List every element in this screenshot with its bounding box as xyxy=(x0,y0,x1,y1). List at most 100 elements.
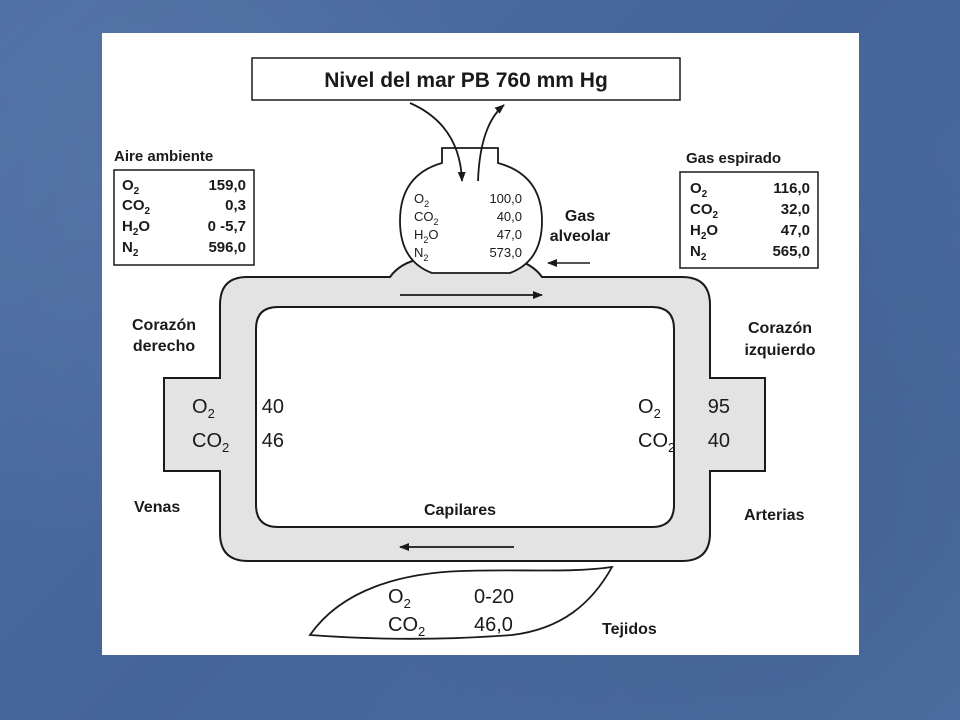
corazon-izquierdo-label-2: izquierdo xyxy=(744,342,815,359)
gas-subscript: 2 xyxy=(713,210,719,221)
svg-text:O2: O2 xyxy=(414,191,429,209)
gas-name: H xyxy=(122,218,133,235)
gas-subscript: 2 xyxy=(208,406,215,421)
gas-subscript: 2 xyxy=(418,624,425,639)
gas-name: N xyxy=(414,245,423,260)
svg-text:N2: N2 xyxy=(414,245,428,263)
venas-label: Venas xyxy=(134,499,180,516)
svg-text:H2O: H2O xyxy=(122,218,150,238)
aire-h2o-value: 0 -5,7 xyxy=(208,218,246,235)
aire-ambiente-values: O2 159,0 CO2 0,3 H2O 0 -5,7 N2 596,0 xyxy=(122,177,246,259)
gas-name: O xyxy=(414,191,424,206)
alveolar-o2-value: 100,0 xyxy=(489,191,522,206)
svg-text:O2: O2 xyxy=(638,396,661,421)
gas-subscript: 2 xyxy=(654,406,661,421)
gas-name: N xyxy=(122,239,133,256)
gas-name: H xyxy=(414,227,423,242)
aire-n2-value: 596,0 xyxy=(208,239,246,256)
gas-espirado-heading: Gas espirado xyxy=(686,150,781,167)
alveolar-values: O2 100,0 CO2 40,0 H2O 47,0 N2 573,0 xyxy=(414,191,522,263)
gas-subscript: 2 xyxy=(404,596,411,611)
alveolar-n2-value: 573,0 xyxy=(489,245,522,260)
derecho-co2-value: 46 xyxy=(262,430,284,452)
svg-text:H2O: H2O xyxy=(414,227,439,245)
corazon-izquierdo-values: O2 95 CO2 40 xyxy=(638,396,730,455)
gas-name: O xyxy=(192,396,208,418)
gas-alveolar-label-1: Gas xyxy=(565,208,595,225)
gas-subscript: 2 xyxy=(701,252,707,263)
tissue-shape xyxy=(308,565,614,640)
gas-name: O xyxy=(690,180,702,197)
izquierdo-o2-value: 95 xyxy=(708,396,730,418)
gas-alveolar-label-2: alveolar xyxy=(550,228,610,245)
aire-ambiente-heading: Aire ambiente xyxy=(114,148,213,165)
gas-name: O xyxy=(388,586,404,608)
gas-tail: O xyxy=(428,227,438,242)
svg-text:N2: N2 xyxy=(122,239,139,259)
gas-name: O xyxy=(638,396,654,418)
gas-name: O xyxy=(122,177,134,194)
gas-subscript: 2 xyxy=(423,235,428,245)
aire-ambiente-box xyxy=(113,169,255,266)
tejidos-co2-value: 46,0 xyxy=(474,614,513,636)
espirado-co2-value: 32,0 xyxy=(781,201,810,218)
svg-text:CO2: CO2 xyxy=(192,430,229,455)
alveolar-co2-value: 40,0 xyxy=(497,209,522,224)
derecho-o2-value: 40 xyxy=(262,396,284,418)
corazon-derecho-label-2: derecho xyxy=(133,338,195,355)
gas-subscript: 2 xyxy=(134,186,140,197)
gas-subscript: 2 xyxy=(668,440,675,455)
corazon-derecho-label-1: Corazón xyxy=(132,317,196,334)
espirado-n2-value: 565,0 xyxy=(772,243,810,260)
respiration-diagram: Nivel del mar PB 760 mm Hg O2 100,0 CO2 … xyxy=(113,57,819,640)
title-box: Nivel del mar PB 760 mm Hg xyxy=(251,57,681,101)
svg-text:CO2: CO2 xyxy=(388,614,425,639)
svg-text:CO2: CO2 xyxy=(638,430,675,455)
gas-tail: O xyxy=(706,222,718,239)
svg-text:CO2: CO2 xyxy=(414,209,439,227)
gas-subscript: 2 xyxy=(133,248,139,259)
corazon-derecho-values: O2 40 CO2 46 xyxy=(192,396,284,455)
tejidos-o2-value: 0-20 xyxy=(474,586,514,608)
svg-text:CO2: CO2 xyxy=(122,197,151,217)
gas-name: CO xyxy=(690,201,713,218)
svg-text:CO2: CO2 xyxy=(690,201,719,221)
gas-name: CO xyxy=(122,197,145,214)
gas-name: N xyxy=(690,243,701,260)
gas-subscript: 2 xyxy=(423,253,428,263)
gas-espirado-box xyxy=(679,171,819,269)
gas-subscript: 2 xyxy=(424,199,429,209)
aire-o2-value: 159,0 xyxy=(208,177,246,194)
capilares-label: Capilares xyxy=(424,502,496,519)
corazon-izquierdo-label-1: Corazón xyxy=(748,320,812,337)
izquierdo-co2-value: 40 xyxy=(708,430,730,452)
espirado-h2o-value: 47,0 xyxy=(781,222,810,239)
svg-text:O2: O2 xyxy=(388,586,411,611)
tejidos-label: Tejidos xyxy=(602,621,657,638)
gas-subscript: 2 xyxy=(434,217,439,227)
title-text: Nivel del mar PB 760 mm Hg xyxy=(324,69,608,92)
gas-subscript: 2 xyxy=(701,231,707,242)
gas-subscript: 2 xyxy=(702,189,708,200)
alveolus xyxy=(399,147,543,274)
gas-subscript: 2 xyxy=(222,440,229,455)
aire-co2-value: 0,3 xyxy=(225,197,246,214)
tejidos-values: O2 0-20 CO2 46,0 xyxy=(388,586,514,639)
gas-tail: O xyxy=(138,218,150,235)
gas-name: CO xyxy=(414,209,434,224)
inspiration-arrow xyxy=(409,102,466,182)
slide: Nivel del mar PB 760 mm Hg O2 100,0 CO2 … xyxy=(102,33,859,655)
espirado-o2-value: 116,0 xyxy=(773,180,810,197)
svg-text:H2O: H2O xyxy=(690,222,718,242)
svg-text:O2: O2 xyxy=(690,180,708,200)
gas-name: CO xyxy=(388,614,418,636)
arterias-label: Arterias xyxy=(744,507,805,524)
gas-name: H xyxy=(690,222,701,239)
alveolar-h2o-value: 47,0 xyxy=(497,227,522,242)
gas-espirado-values: O2 116,0 CO2 32,0 H2O 47,0 N2 565,0 xyxy=(690,180,810,263)
gas-subscript: 2 xyxy=(133,227,139,238)
gas-name: CO xyxy=(638,430,668,452)
expiration-arrow xyxy=(477,104,505,182)
svg-text:O2: O2 xyxy=(122,177,140,197)
gas-name: CO xyxy=(192,430,222,452)
